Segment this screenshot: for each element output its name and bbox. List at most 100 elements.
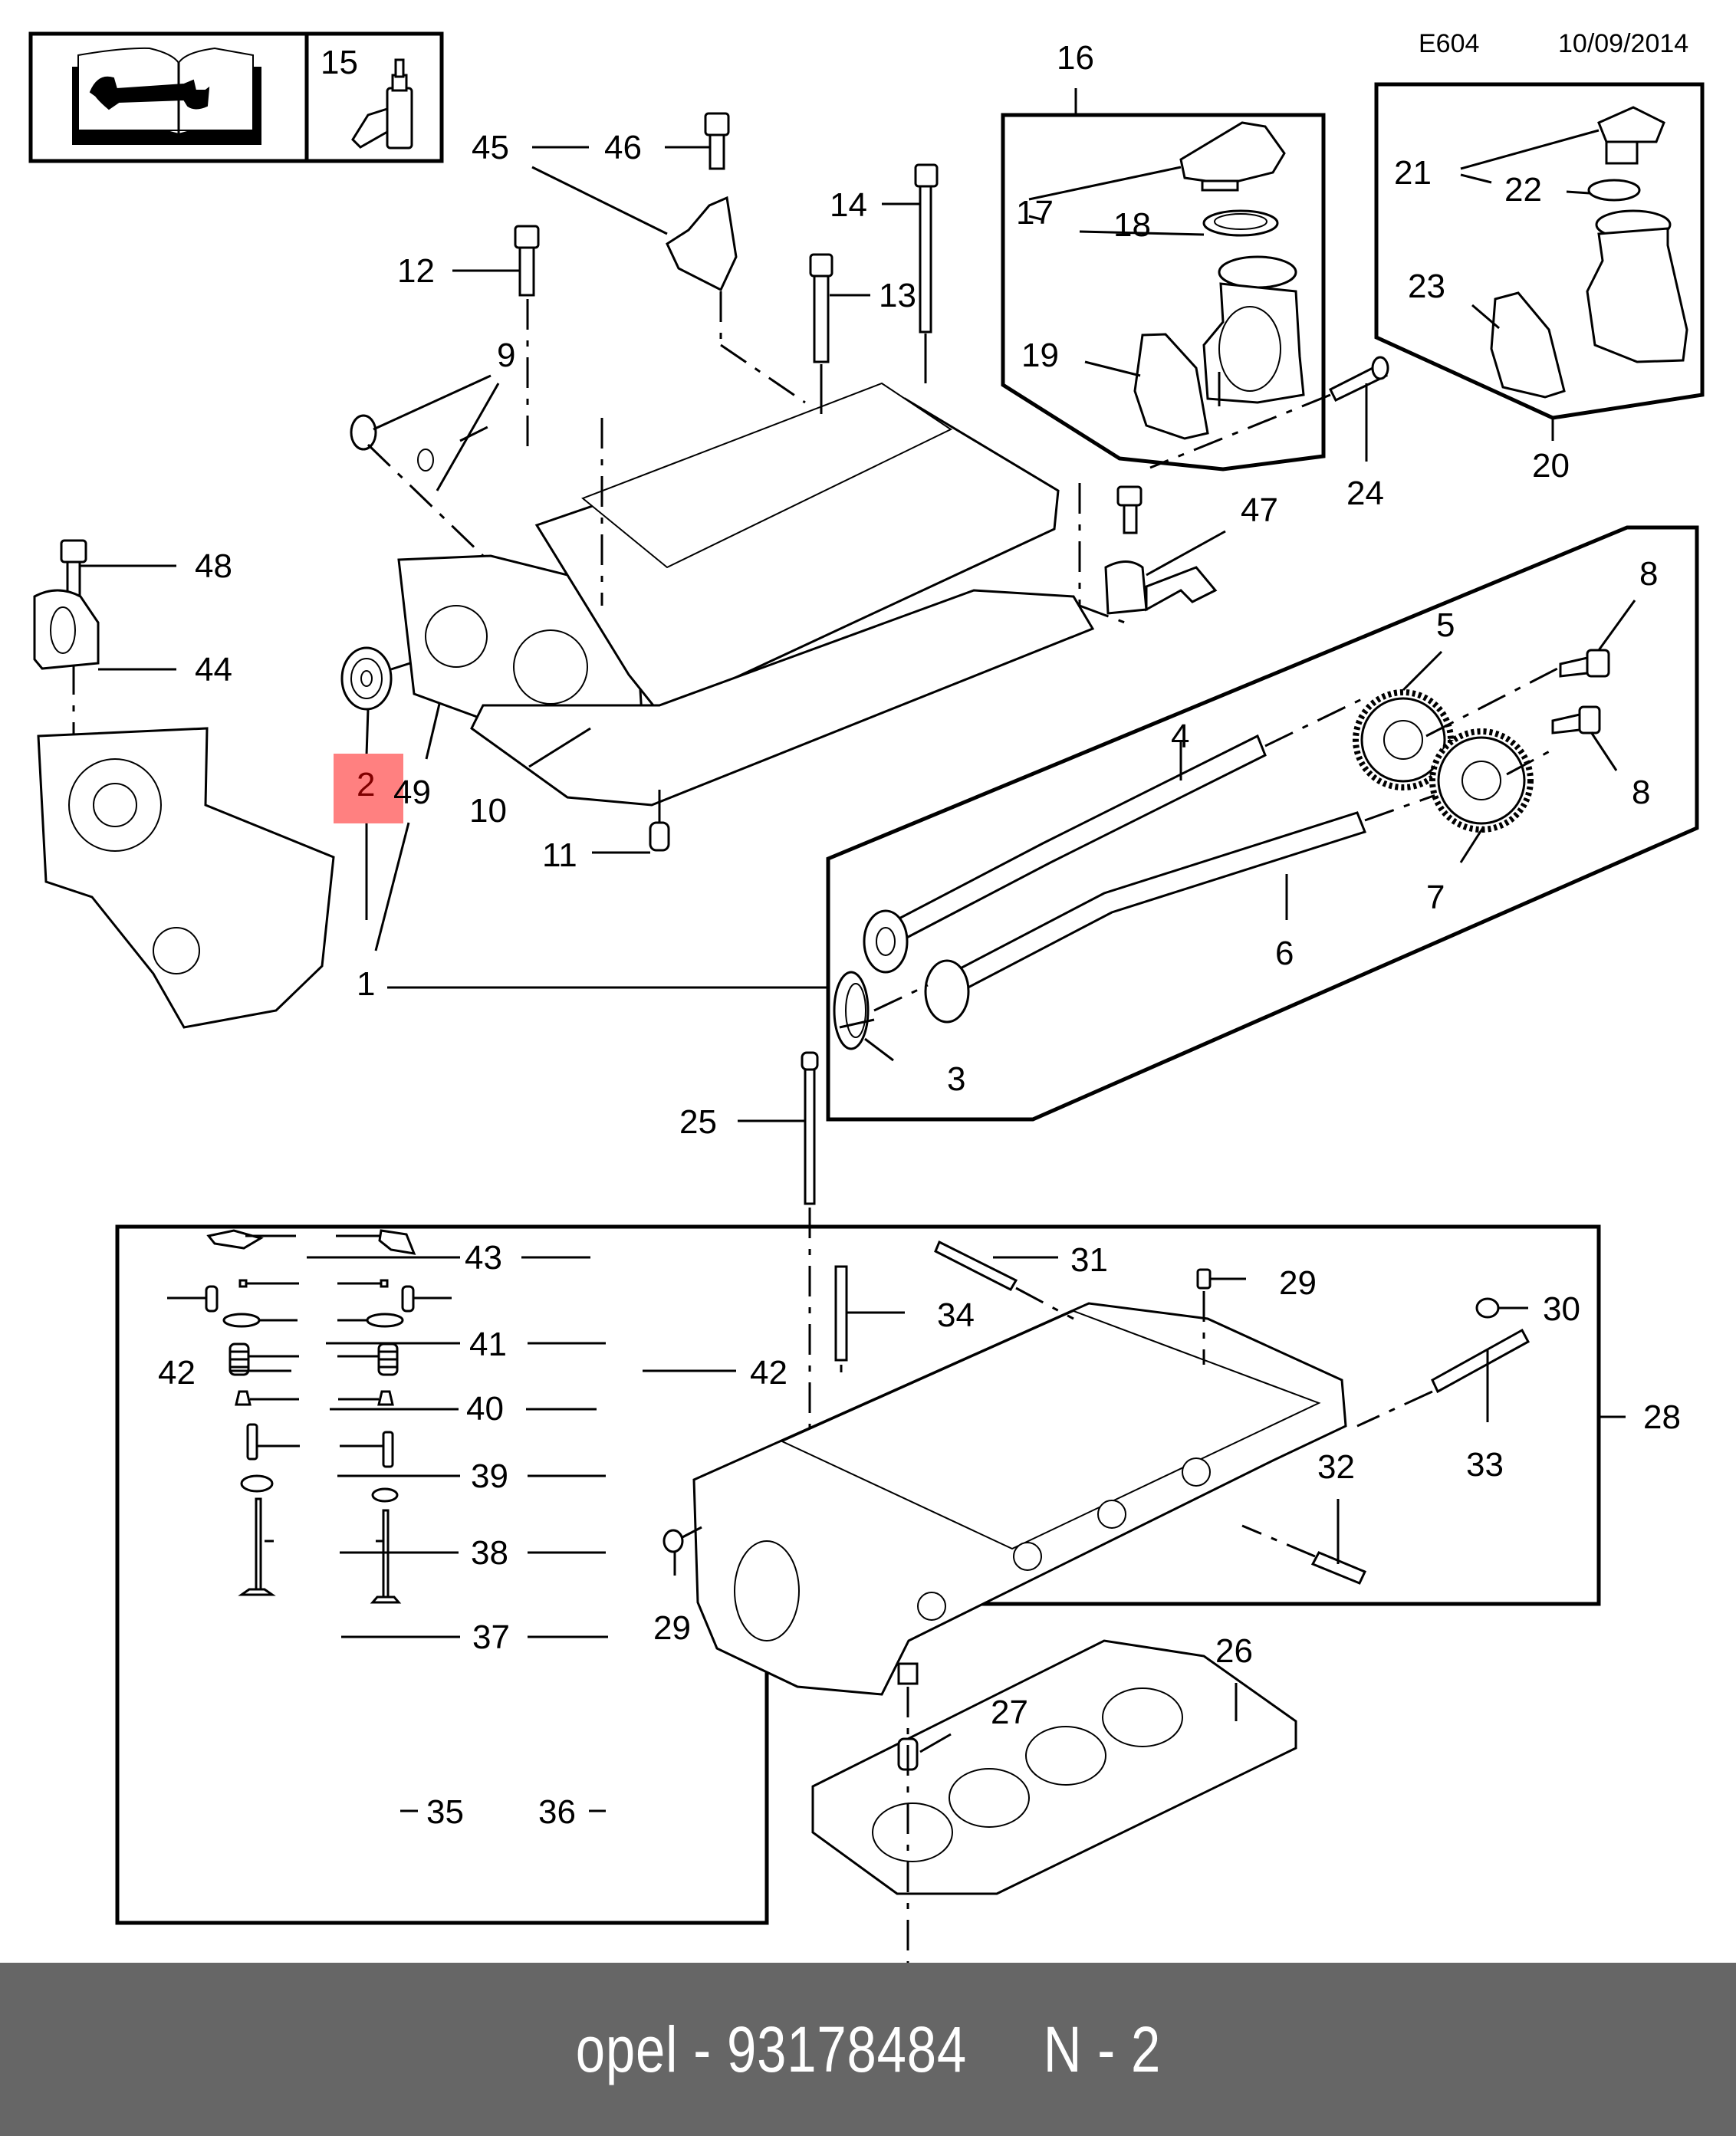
label-45[interactable]: 45 <box>472 129 509 166</box>
valve-guide-37-left-part <box>246 1423 258 1461</box>
stud-31-part <box>934 1240 1018 1291</box>
part-number-caption: opel - 93178484 N - 2 <box>575 2013 1161 2085</box>
intake-valve-35-part <box>238 1497 276 1596</box>
label-13[interactable]: 13 <box>879 277 916 314</box>
spring-retainer-40-right-part <box>366 1313 404 1328</box>
timing-cover-part <box>37 727 335 1029</box>
label-38[interactable]: 38 <box>471 1534 508 1572</box>
sealant-bottle-icon <box>351 58 413 150</box>
label-43[interactable]: 43 <box>465 1239 502 1277</box>
label-39[interactable]: 39 <box>471 1457 508 1495</box>
label-16[interactable]: 16 <box>1057 39 1094 77</box>
label-42-right[interactable]: 42 <box>750 1354 787 1392</box>
valve-seat-ring-left-part <box>240 1474 274 1493</box>
parts-diagram: 15 E604 10/09/2014 <box>28 29 1705 1963</box>
label-11[interactable]: 11 <box>542 836 577 874</box>
label-17[interactable]: 17 <box>1016 194 1054 232</box>
group-frame-16 <box>1001 88 1326 472</box>
sealing-cap-part <box>340 646 393 711</box>
label-6[interactable]: 6 <box>1275 935 1294 972</box>
group-frame-20 <box>1374 82 1705 441</box>
label-2[interactable]: 2 <box>357 766 375 803</box>
stud-33-part <box>1431 1328 1531 1394</box>
label-21[interactable]: 21 <box>1394 154 1432 192</box>
label-29-left[interactable]: 29 <box>653 1609 691 1647</box>
stud-32-part <box>1310 1551 1367 1585</box>
label-8-upper[interactable]: 8 <box>1639 555 1658 593</box>
seal-22-part <box>1587 179 1641 202</box>
dowel-27-part <box>897 1662 919 1771</box>
callout-labels: 1 2 3 4 5 6 7 8 8 9 10 11 12 13 14 16 17… <box>158 39 1681 1831</box>
label-3[interactable]: 3 <box>947 1060 965 1098</box>
label-23[interactable]: 23 <box>1408 268 1445 305</box>
sealant-ref-label: 15 <box>321 44 358 81</box>
valve-spring-39-right-part <box>377 1342 399 1376</box>
label-20[interactable]: 20 <box>1532 447 1570 485</box>
label-29-top[interactable]: 29 <box>1279 1264 1317 1302</box>
plug-29-top-part <box>1196 1268 1212 1290</box>
label-5[interactable]: 5 <box>1436 606 1455 644</box>
label-14[interactable]: 14 <box>830 186 867 224</box>
spring-retainer-40-left-part <box>222 1313 261 1328</box>
oil-filler-cap-17-part <box>1179 121 1286 192</box>
label-4[interactable]: 4 <box>1171 718 1189 755</box>
label-1[interactable]: 1 <box>357 965 375 1003</box>
diagram-date: 10/09/2014 <box>1558 29 1688 58</box>
dowel-11-part <box>649 821 670 852</box>
lifter-42-right-part <box>401 1285 415 1313</box>
service-manual-wrench-icon <box>72 47 261 145</box>
label-19[interactable]: 19 <box>1021 337 1059 374</box>
label-12[interactable]: 12 <box>397 252 435 290</box>
bolt-14-part <box>914 163 939 334</box>
label-46[interactable]: 46 <box>604 129 642 166</box>
label-37[interactable]: 37 <box>472 1618 510 1656</box>
seal-18-part <box>1202 209 1279 237</box>
bolt-46-part <box>704 112 730 170</box>
label-33[interactable]: 33 <box>1466 1446 1504 1484</box>
rocker-arm-43-left-part <box>206 1229 264 1250</box>
label-28[interactable]: 28 <box>1643 1398 1681 1436</box>
plug-29-left-part <box>663 1529 684 1553</box>
oil-seal-3-part <box>833 971 870 1050</box>
label-7[interactable]: 7 <box>1426 879 1445 916</box>
label-41[interactable]: 41 <box>469 1326 507 1363</box>
rocker-arm-43-right-part <box>378 1229 416 1255</box>
head-bolt-25-part <box>801 1051 819 1205</box>
label-40[interactable]: 40 <box>466 1390 504 1428</box>
label-26[interactable]: 26 <box>1215 1632 1253 1670</box>
valve-seat-ring-right-part <box>371 1487 399 1503</box>
label-24[interactable]: 24 <box>1346 475 1384 512</box>
label-48[interactable]: 48 <box>195 547 232 585</box>
label-34[interactable]: 34 <box>937 1296 975 1334</box>
label-18[interactable]: 18 <box>1113 206 1151 244</box>
label-31[interactable]: 31 <box>1070 1241 1108 1279</box>
label-27[interactable]: 27 <box>991 1694 1028 1731</box>
highlight-box <box>334 754 403 823</box>
label-36[interactable]: 36 <box>538 1793 576 1831</box>
label-49[interactable]: 49 <box>393 774 431 811</box>
label-35[interactable]: 35 <box>426 1793 464 1831</box>
gear-7-part <box>1429 728 1534 833</box>
bolt-47-part <box>1116 485 1143 534</box>
label-47[interactable]: 47 <box>1241 491 1278 529</box>
valve-key-41-right-part <box>380 1279 389 1288</box>
stud-34-part <box>834 1265 848 1362</box>
filler-neck-b-part <box>1586 209 1688 363</box>
label-44[interactable]: 44 <box>195 651 232 688</box>
label-30[interactable]: 30 <box>1543 1290 1580 1328</box>
bracket-47-part <box>1104 560 1218 615</box>
lifter-42-left-part <box>205 1285 219 1313</box>
label-10[interactable]: 10 <box>469 792 507 830</box>
label-25[interactable]: 25 <box>679 1103 717 1141</box>
diagram-code: E604 <box>1419 29 1479 58</box>
bolt-12-part <box>514 225 540 297</box>
cylinder-head-28-part <box>692 1302 1347 1696</box>
label-9[interactable]: 9 <box>497 337 515 374</box>
label-42-left[interactable]: 42 <box>158 1354 196 1392</box>
label-22[interactable]: 22 <box>1504 171 1542 209</box>
label-32[interactable]: 32 <box>1317 1448 1355 1486</box>
label-8-lower[interactable]: 8 <box>1632 774 1650 811</box>
group-frame-camshaft <box>387 525 1699 1122</box>
valve-seal-38-left-part <box>235 1390 252 1406</box>
footer-bar: opel - 93178484 N - 2 <box>0 1963 1736 2136</box>
